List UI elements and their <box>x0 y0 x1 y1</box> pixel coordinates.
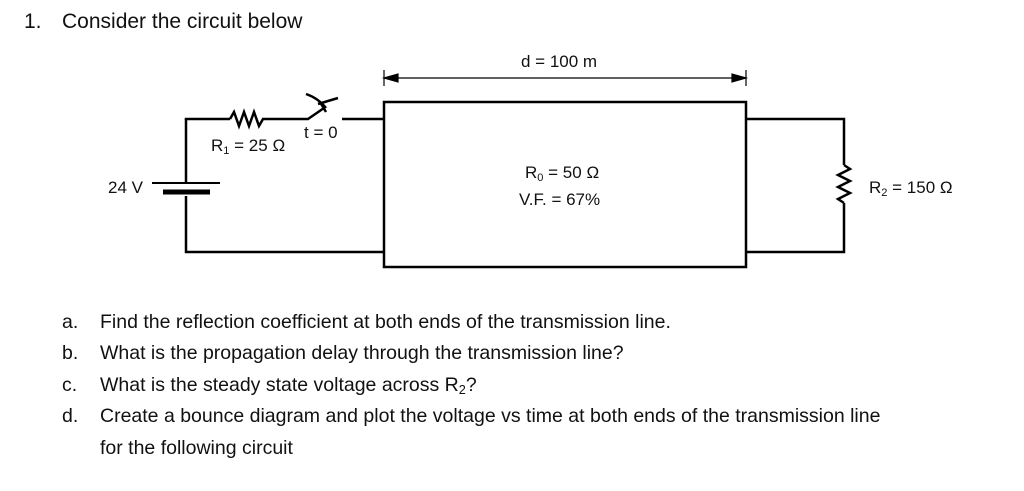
r0-name: R <box>525 163 538 182</box>
part-text: What is the steady state voltage across … <box>100 374 477 397</box>
question-heading: 1. Consider the circuit below <box>24 10 302 34</box>
r1-name: R <box>211 136 224 155</box>
source-voltage-label: 24 V <box>108 178 143 197</box>
part-text-pre: What is the steady state voltage across … <box>100 374 459 396</box>
wire-right-bottom <box>746 203 846 254</box>
part-text: Find the reflection coefficient at both … <box>100 311 671 333</box>
resistor-r1-icon <box>228 108 290 130</box>
circuit-diagram <box>152 70 853 269</box>
arrow-left-icon <box>381 73 399 83</box>
r2-value: = 150 Ω <box>887 178 953 197</box>
part-letter: c. <box>62 374 78 396</box>
r2-label: R2 = 150 Ω <box>869 178 953 199</box>
part-text-post: ? <box>465 374 477 396</box>
velocity-factor-label: V.F. = 67% <box>519 190 601 209</box>
part-text: for the following circuit <box>100 437 293 459</box>
r1-value: = 25 Ω <box>229 136 286 155</box>
r1-label: R1 = 25 Ω <box>211 136 285 157</box>
part-letter: b. <box>62 342 79 364</box>
part-text: What is the propagation delay through th… <box>100 342 624 364</box>
switch-arc <box>305 92 327 109</box>
question-number: 1. <box>24 10 42 33</box>
r2-name: R <box>869 178 882 197</box>
switch-icon <box>290 106 325 121</box>
part-letter: d. <box>62 405 79 427</box>
transmission-line-box <box>382 100 748 269</box>
distance-label: d = 100 m <box>521 52 598 71</box>
line-impedance-label: R0 = 50 Ω <box>525 163 599 184</box>
part-text-sub: 2 <box>458 383 466 398</box>
part-letter: a. <box>62 311 79 333</box>
wire-left-top <box>184 117 230 121</box>
r0-sub: 0 <box>537 171 544 184</box>
switch-label: t = 0 <box>304 123 338 142</box>
wire-left-vertical-bottom <box>184 196 384 254</box>
part-text: Create a bounce diagram and plot the vol… <box>100 405 881 427</box>
arrow-right-icon <box>731 73 749 83</box>
question-title: Consider the circuit below <box>62 10 303 33</box>
r2-sub: 2 <box>881 186 888 199</box>
wire-right-top <box>746 117 846 165</box>
resistor-r2-icon <box>835 163 853 205</box>
r0-value: = 50 Ω <box>543 163 600 182</box>
r1-sub: 1 <box>223 144 230 157</box>
